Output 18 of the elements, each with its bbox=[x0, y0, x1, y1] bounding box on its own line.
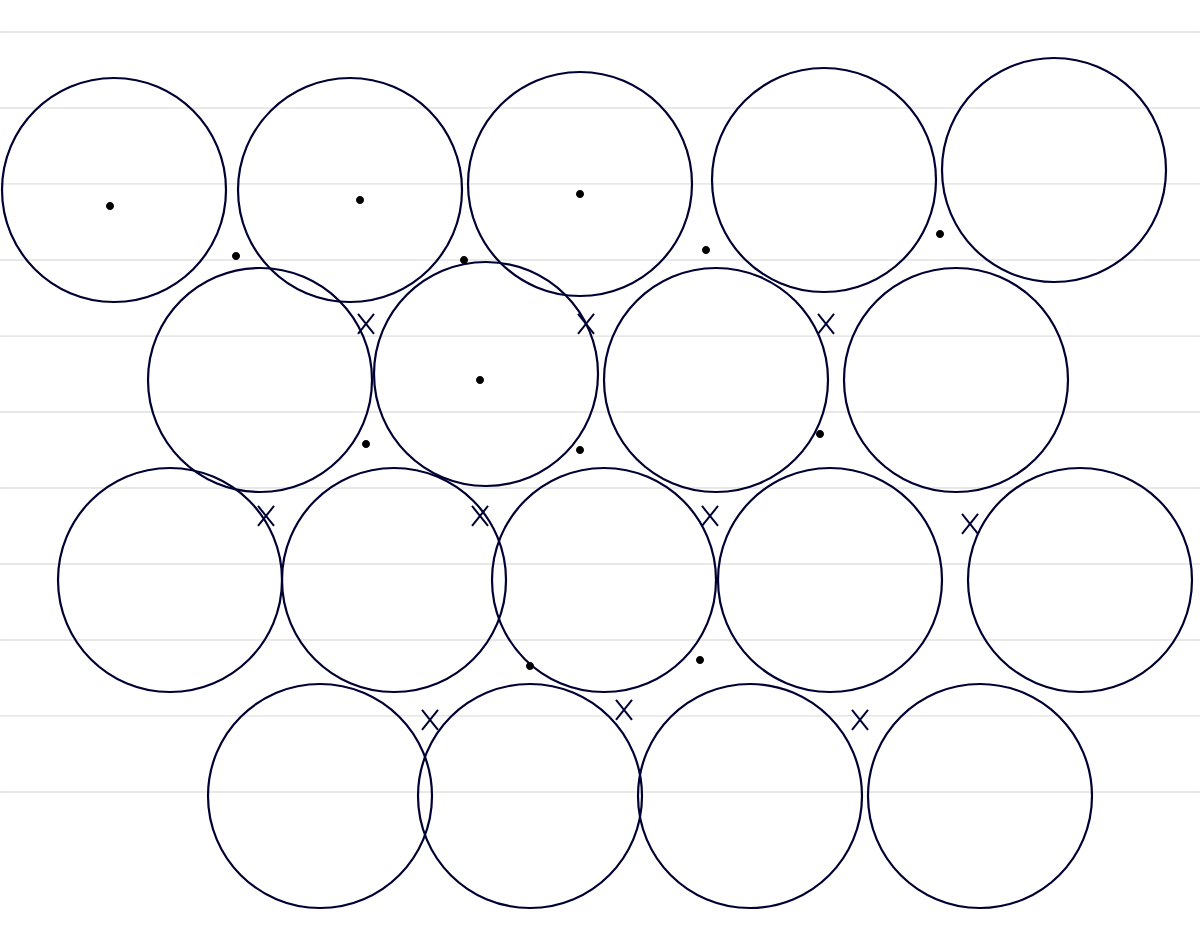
circle bbox=[490, 466, 718, 694]
circle bbox=[716, 466, 944, 694]
circle bbox=[236, 76, 464, 304]
circle bbox=[206, 682, 434, 910]
circle bbox=[146, 266, 374, 494]
circle bbox=[280, 466, 508, 694]
circle bbox=[0, 76, 228, 304]
circle bbox=[842, 266, 1070, 494]
circle bbox=[372, 260, 600, 488]
circle bbox=[602, 266, 830, 494]
circle bbox=[940, 56, 1168, 284]
circle bbox=[636, 682, 864, 910]
circle bbox=[56, 466, 284, 694]
circle bbox=[466, 70, 694, 298]
circle bbox=[416, 682, 644, 910]
circle bbox=[710, 66, 938, 294]
circle bbox=[966, 466, 1194, 694]
circle bbox=[866, 682, 1094, 910]
